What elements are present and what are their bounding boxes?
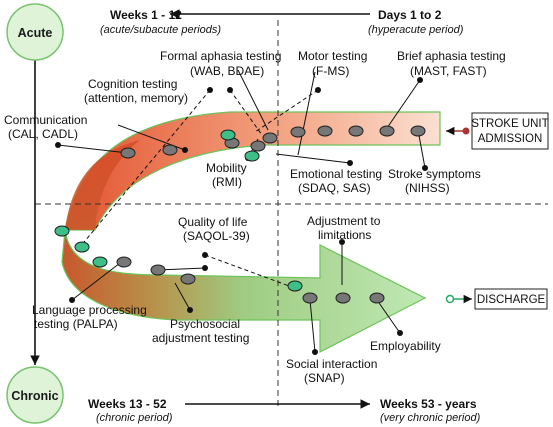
motor-label-1: Motor testing — [298, 49, 367, 63]
adjustment-label-1: Adjustment to — [307, 214, 381, 228]
brief-aphasia-label-2: (MAST, FAST) — [410, 64, 487, 78]
admission-line-1: STROKE UNIT — [471, 118, 548, 130]
social-label-2: (SNAP) — [304, 371, 345, 385]
formal-aphasia-label-2: (WAB, BDAE) — [190, 64, 264, 78]
emotional-label-2: (SDAQ, SAS) — [298, 181, 371, 195]
admission-box — [471, 112, 549, 150]
social-label-1: Social interaction — [286, 357, 377, 371]
quality-label-2: (SAQOL-39) — [183, 229, 250, 243]
motor-label-2: (F-MS) — [312, 64, 349, 78]
dashed-connector-lines — [79, 89, 319, 291]
bottom-right-period-sub: (very chronic period) — [380, 412, 481, 424]
stroke-symptoms-label-1: Stroke symptoms — [388, 167, 481, 181]
employability-label: Employability — [370, 339, 441, 353]
brief-aphasia-label-1: Brief aphasia testing — [397, 49, 506, 63]
pathway-band-lower — [61, 229, 427, 353]
top-left-period-title: Weeks 1 - 12 — [110, 8, 182, 22]
discharge-label: DISCHARGE — [477, 294, 546, 306]
endpoint-dots — [55, 77, 428, 355]
pathway-band-bend — [65, 140, 140, 230]
cognition-label-1: Cognition testing — [88, 77, 177, 91]
admission-line-2: ADMISSION — [478, 133, 543, 145]
discharge-dot — [445, 294, 455, 304]
quality-label-1: Quality of life — [178, 215, 248, 229]
adjustment-label-2: limitations — [318, 228, 371, 242]
bottom-left-period-title: Weeks 13 - 52 — [88, 397, 167, 411]
top-right-period-sub: (hyperacute period) — [368, 24, 464, 36]
language-label-1: Language processing — [32, 303, 147, 317]
top-left-period-sub: (acute/subacute periods) — [100, 24, 221, 36]
bottom-right-period-title: Weeks 53 - years — [380, 397, 477, 411]
stroke-symptoms-label-2: (NIHSS) — [405, 181, 450, 195]
cognition-label-2: (attention, memory) — [84, 91, 188, 105]
acute-circle — [6, 3, 64, 61]
communication-label-2: (CAL, CADL) — [8, 127, 78, 141]
emotional-label-1: Emotional testing — [290, 167, 382, 181]
communication-label-1: Communication — [4, 113, 87, 127]
chronic-circle — [6, 366, 64, 424]
chronic-label: Chronic — [11, 389, 58, 403]
admission-dot — [462, 127, 470, 135]
discharge-box — [474, 288, 548, 310]
psychosocial-label-1: Psychosocial — [170, 317, 240, 331]
top-right-period-title: Days 1 to 2 — [378, 8, 442, 22]
bottom-left-period-sub: (chronic period) — [96, 412, 173, 424]
assessment-nodes — [116, 125, 426, 304]
language-label-2: testing (PALPA) — [34, 317, 118, 331]
psychosocial-label-2: adjustment testing — [152, 331, 249, 345]
acute-label: Acute — [18, 26, 53, 40]
formal-aphasia-label-1: Formal aphasia testing — [160, 49, 281, 63]
mobility-label-1: Mobility — [206, 161, 247, 175]
mobility-label-2: (RMI) — [212, 175, 242, 189]
teal-nodes — [54, 129, 303, 292]
